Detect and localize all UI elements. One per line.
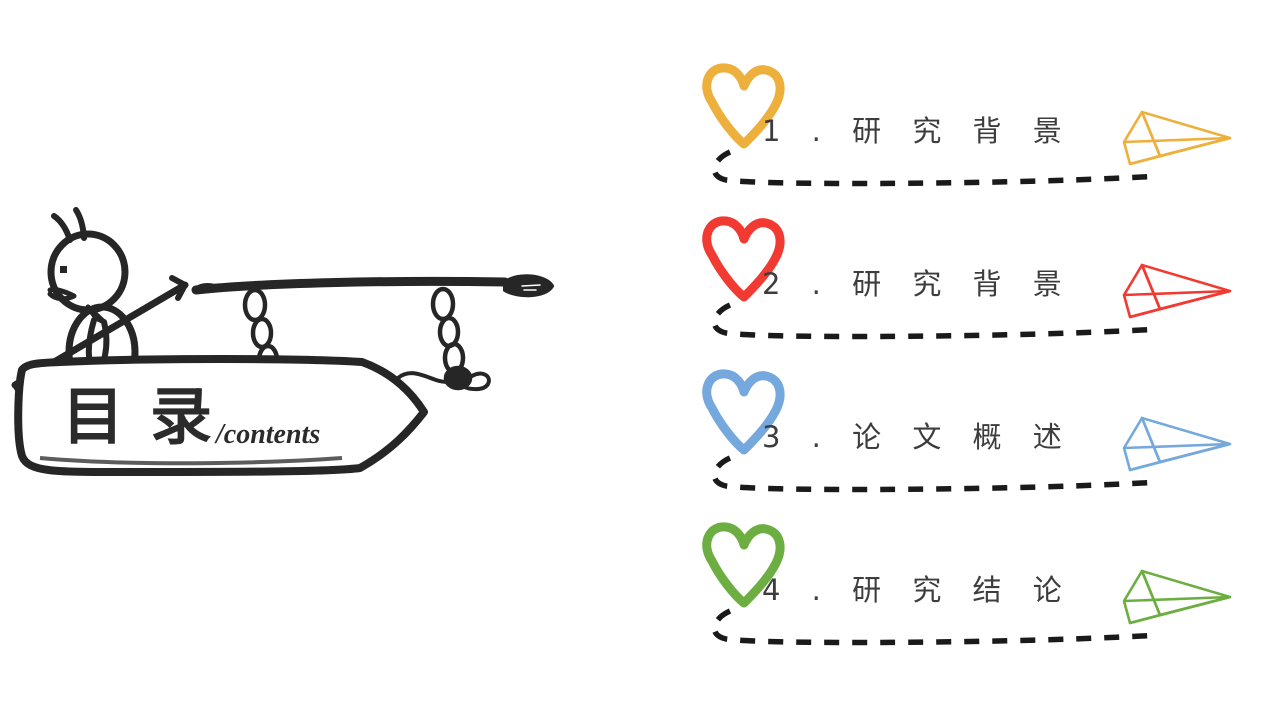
toc-item-label-1: 1 . 研 究 背 景	[762, 114, 1073, 148]
dashed-curve-line	[711, 608, 1161, 646]
toc-item-2[interactable]: 2 . 研 究 背 景	[690, 213, 1270, 353]
sign-english-title: /contents	[214, 419, 320, 450]
signboard-shape	[14, 355, 428, 476]
chain-right	[396, 286, 491, 392]
toc-item-label-2: 2 . 研 究 背 景	[762, 267, 1073, 301]
chain-link	[250, 316, 274, 350]
toc-item-label-3: 3 . 论 文 概 述	[762, 420, 1073, 454]
paper-plane-icon	[1122, 569, 1232, 625]
necktie-icon	[85, 304, 107, 325]
rope-squiggle-icon	[396, 371, 491, 392]
toc-item-1[interactable]: 1 . 研 究 背 景	[690, 60, 1270, 200]
hand-right-icon	[169, 275, 188, 301]
paper-plane-icon	[1122, 416, 1232, 472]
dashed-curve-line	[711, 149, 1161, 187]
mouth-icon	[47, 287, 77, 302]
eye-icon	[60, 266, 67, 273]
bar-shape	[191, 276, 510, 295]
table-of-contents-list: 1 . 研 究 背 景 2 . 研 究 背 景	[690, 60, 1270, 680]
chain-link	[242, 287, 268, 323]
dashed-curve-line	[711, 302, 1161, 340]
chain-link	[430, 286, 456, 322]
toc-item-3[interactable]: 3 . 论 文 概 述	[690, 366, 1270, 506]
bar-left-tip-icon	[193, 283, 217, 293]
toc-item-4[interactable]: 4 . 研 究 结 论	[690, 519, 1270, 659]
contents-illustration: 目录 /contents	[0, 200, 620, 500]
paper-plane-icon	[1122, 263, 1232, 319]
heart-icon	[702, 216, 785, 302]
chain-link	[437, 315, 461, 349]
dashed-curve-line	[711, 455, 1161, 493]
antenna-hair-icon	[51, 207, 87, 243]
signboard-inner-shade	[39, 456, 343, 466]
sign-chinese-title: 目录	[62, 380, 238, 453]
hanging-bar	[191, 274, 555, 298]
heart-icon	[702, 63, 785, 149]
toc-item-label-4: 4 . 研 究 结 论	[762, 573, 1073, 607]
paper-plane-icon	[1122, 110, 1232, 166]
heart-icon	[702, 369, 785, 455]
bar-spear-detail-icon	[521, 284, 541, 291]
signboard: 目录 /contents	[14, 355, 428, 476]
heart-icon	[702, 522, 785, 608]
